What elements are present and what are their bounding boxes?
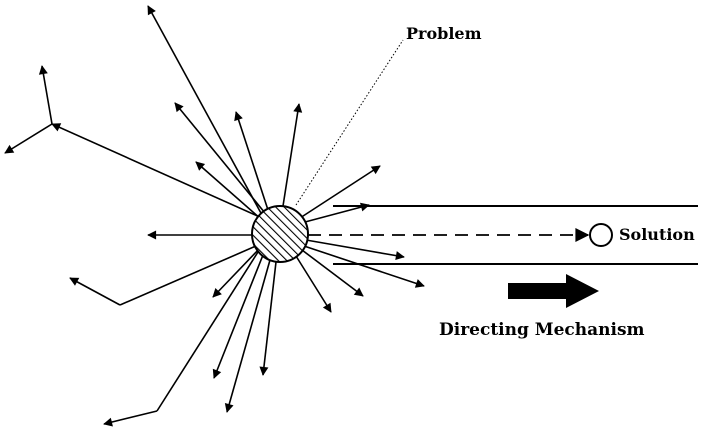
idea-arrow (304, 202, 370, 223)
idea-arrow (174, 102, 266, 214)
idea-arrow (305, 239, 405, 261)
problem-leader-line (295, 39, 404, 206)
idea-arrow (301, 249, 364, 297)
scattered-idea-arrows (4, 5, 425, 427)
idea-arrow (147, 5, 263, 216)
idea-arrow (212, 247, 261, 298)
directing-mechanism-label: Directing Mechanism (439, 320, 645, 340)
idea-arrow (103, 410, 158, 427)
idea-arrow (51, 123, 263, 219)
idea-arrow (224, 259, 271, 413)
idea-arrow (282, 103, 303, 207)
idea-arrow (295, 255, 332, 313)
problem-circle (251, 205, 309, 263)
idea-arrow (69, 277, 121, 306)
idea-arrow (299, 165, 381, 219)
block-direction-arrow (508, 274, 599, 308)
solution-label: Solution (619, 225, 695, 244)
idea-arrow (38, 65, 53, 125)
idea-arrow (156, 251, 259, 412)
idea-arrow (303, 245, 425, 288)
solution-circle (589, 223, 613, 247)
idea-arrow (119, 245, 257, 306)
idea-arrow (4, 123, 53, 154)
idea-arrow (195, 161, 263, 221)
idea-arrow (234, 111, 269, 211)
idea-arrow (259, 261, 277, 376)
problem-label: Problem (406, 24, 482, 43)
idea-arrow (212, 254, 264, 379)
